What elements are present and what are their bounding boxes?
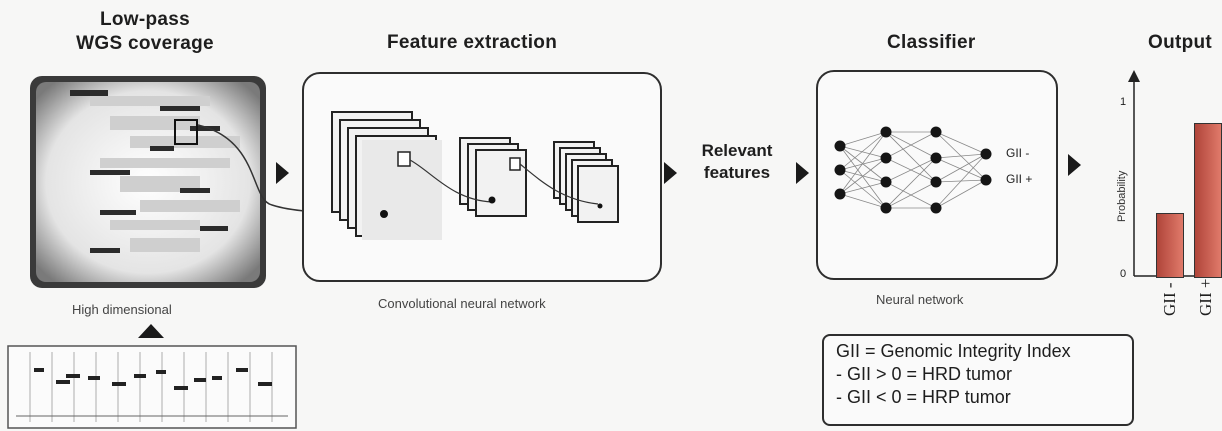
nn-output-label-pos: GII + (1006, 172, 1033, 186)
legend-line-definition: GII = Genomic Integrity Index (836, 341, 1071, 361)
legend-line-hrd: - GII > 0 = HRD tumor (836, 364, 1013, 384)
cnn-diagram (331, 111, 619, 240)
feature-extraction-heading: Feature extraction (387, 32, 558, 53)
cnn-caption: Convolutional neural network (378, 296, 546, 311)
arrow-to-feature-extraction (276, 162, 289, 184)
arrow-to-classifier (796, 162, 809, 184)
y-tick-1: 1 (1120, 96, 1127, 108)
genome-track-image (7, 345, 297, 429)
y-axis-label: Probability (1116, 170, 1128, 222)
high-dimensional-caption: High dimensional (72, 302, 172, 317)
output-heading: Output (1148, 32, 1213, 53)
bar-gii-neg (1156, 213, 1184, 278)
bar-label-gii-pos: GII + (1196, 278, 1215, 316)
y-tick-0: 0 (1120, 268, 1127, 280)
wgs-coverage-image (30, 76, 266, 288)
classifier-panel (816, 70, 1058, 280)
arrow-to-output (1068, 154, 1081, 176)
input-heading: Low-pass WGS coverage (76, 9, 214, 54)
neural-network-diagram (834, 126, 992, 214)
legend-line-hrp: - GII < 0 = HRP tumor (836, 387, 1011, 407)
classifier-heading: Classifier (887, 32, 976, 53)
up-arrow (138, 324, 164, 338)
nn-caption: Neural network (876, 292, 964, 307)
nn-output-label-neg: GII - (1006, 146, 1030, 160)
gii-legend: GII = Genomic Integrity Index - GII > 0 … (822, 334, 1134, 426)
arrow-to-relevant-features (664, 162, 677, 184)
relevant-features-label: Relevant features (701, 141, 773, 182)
bar-label-gii-neg: GII - (1160, 282, 1179, 316)
bar-gii-pos (1194, 123, 1222, 278)
